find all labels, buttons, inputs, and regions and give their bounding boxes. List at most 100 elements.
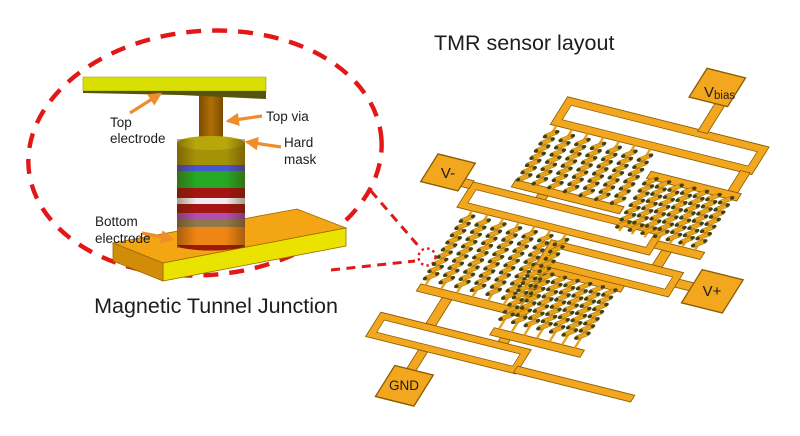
mtj-element-dot [603, 182, 608, 187]
mtj-element [567, 177, 584, 187]
mtj-element-dot [546, 266, 552, 271]
vplus-bus-frame-hole [546, 247, 674, 290]
mtj-element-dot [679, 183, 684, 188]
mtj-element [519, 301, 537, 310]
mtj-element-dot [487, 259, 493, 264]
mtj-element [705, 192, 722, 202]
mtj-element-dot [482, 225, 487, 230]
mtj-element-dot [490, 269, 496, 274]
mtj-element-dot [440, 247, 446, 252]
mtj-element [636, 153, 654, 162]
mtj-element [456, 247, 474, 256]
mtj-element [533, 144, 551, 153]
mtj-element-dot [586, 137, 591, 142]
mtj-element [661, 215, 679, 224]
mtj-element [442, 268, 460, 278]
mtj-element-dot [657, 219, 662, 224]
mtj-element [678, 235, 695, 245]
mtj-element-dot [536, 294, 542, 298]
mtj-element-dot [533, 149, 539, 153]
mtj-element-dot [510, 312, 515, 317]
mtj-element-dot [499, 254, 505, 259]
mtj-element-dot [708, 215, 714, 219]
mtj-element [485, 229, 503, 238]
mtj-element-dot [633, 196, 638, 200]
mtj-element-dot [632, 165, 637, 169]
mtj-element-dot [447, 266, 452, 270]
mtj-element [641, 201, 658, 211]
pad-label-vbias-main: V [704, 84, 714, 101]
mtj-element-dot [694, 228, 700, 233]
mtj-element-dot [515, 258, 520, 263]
mtj-element [520, 165, 537, 175]
mtj-element [687, 221, 704, 231]
mtj-element-dot [570, 318, 575, 323]
mtj-element-dot [616, 161, 621, 166]
mtj-element-dot [649, 184, 655, 189]
mtj-element-dot [645, 199, 651, 203]
mtj-element [690, 239, 708, 248]
mtj-element-dot [458, 277, 464, 281]
mtj-element-dot [511, 266, 516, 270]
mtj-element [683, 203, 701, 213]
mtj-element [658, 197, 675, 207]
mtj-element [654, 180, 672, 189]
mtj-element-dot [613, 288, 618, 293]
mtj-element [574, 331, 591, 340]
mtj-element [436, 250, 453, 259]
mtj-element-dot [581, 145, 587, 149]
mtj-element-dot [561, 300, 567, 305]
mtj-element-dot [562, 189, 568, 194]
mtj-element-dot [604, 167, 609, 171]
mtj-element-dot [544, 241, 550, 245]
mtj-element-dot [549, 234, 554, 238]
mtj-element [518, 262, 536, 272]
mtj-element [541, 289, 559, 299]
mtj-element-dot [677, 232, 683, 237]
mtj-element [662, 190, 680, 200]
mtj-element-dot [679, 215, 684, 220]
vbias-pad [688, 67, 747, 108]
mtj-element [682, 228, 700, 238]
mtj-element-dot [658, 202, 663, 207]
mtj-element [667, 183, 684, 192]
mtj-element [489, 280, 507, 289]
mtj-element-dot [532, 276, 538, 281]
inset-caption: Magnetic Tunnel Junction [94, 294, 338, 318]
mtj-element-dot [521, 234, 526, 239]
mtj-element-dot [575, 278, 580, 283]
mtj-element [618, 182, 636, 191]
mtj-element-dot [563, 173, 569, 178]
mtj-element [524, 294, 542, 303]
mtj-element-dot [559, 180, 564, 185]
mtj-element [616, 156, 634, 166]
mtj-element-dot [486, 276, 491, 281]
mtj-element-dot [541, 294, 546, 299]
mtj-element-dot [595, 181, 600, 186]
gnd-pad [374, 364, 435, 407]
mtj-element [556, 166, 573, 176]
mtj-element-dot [624, 163, 629, 168]
mtj-element-dot [502, 310, 508, 314]
mtj-element-dot [597, 148, 602, 153]
mtj-element-dot [484, 251, 489, 255]
mtj-element-dot [506, 273, 512, 277]
mtj-element-dot [690, 236, 695, 240]
mtj-element-dot [639, 223, 645, 228]
mtj-element [627, 223, 645, 232]
mtj-element-dot [630, 182, 636, 186]
mtj-element-dot [481, 241, 486, 246]
mtj-element [565, 320, 583, 330]
arrow-bottom-electrode [141, 230, 175, 244]
mtj-element [696, 207, 713, 216]
mtj-element-dot [474, 223, 479, 227]
mtj-element-dot [571, 293, 576, 298]
vminus-bus-frame-hole [467, 189, 655, 248]
mtj-element [601, 288, 618, 297]
mtj-element [536, 321, 553, 331]
mtj-element-dot [590, 188, 596, 193]
mtj-element [543, 252, 561, 261]
mtj-element-dot [539, 264, 544, 268]
mtj-element [511, 290, 529, 300]
